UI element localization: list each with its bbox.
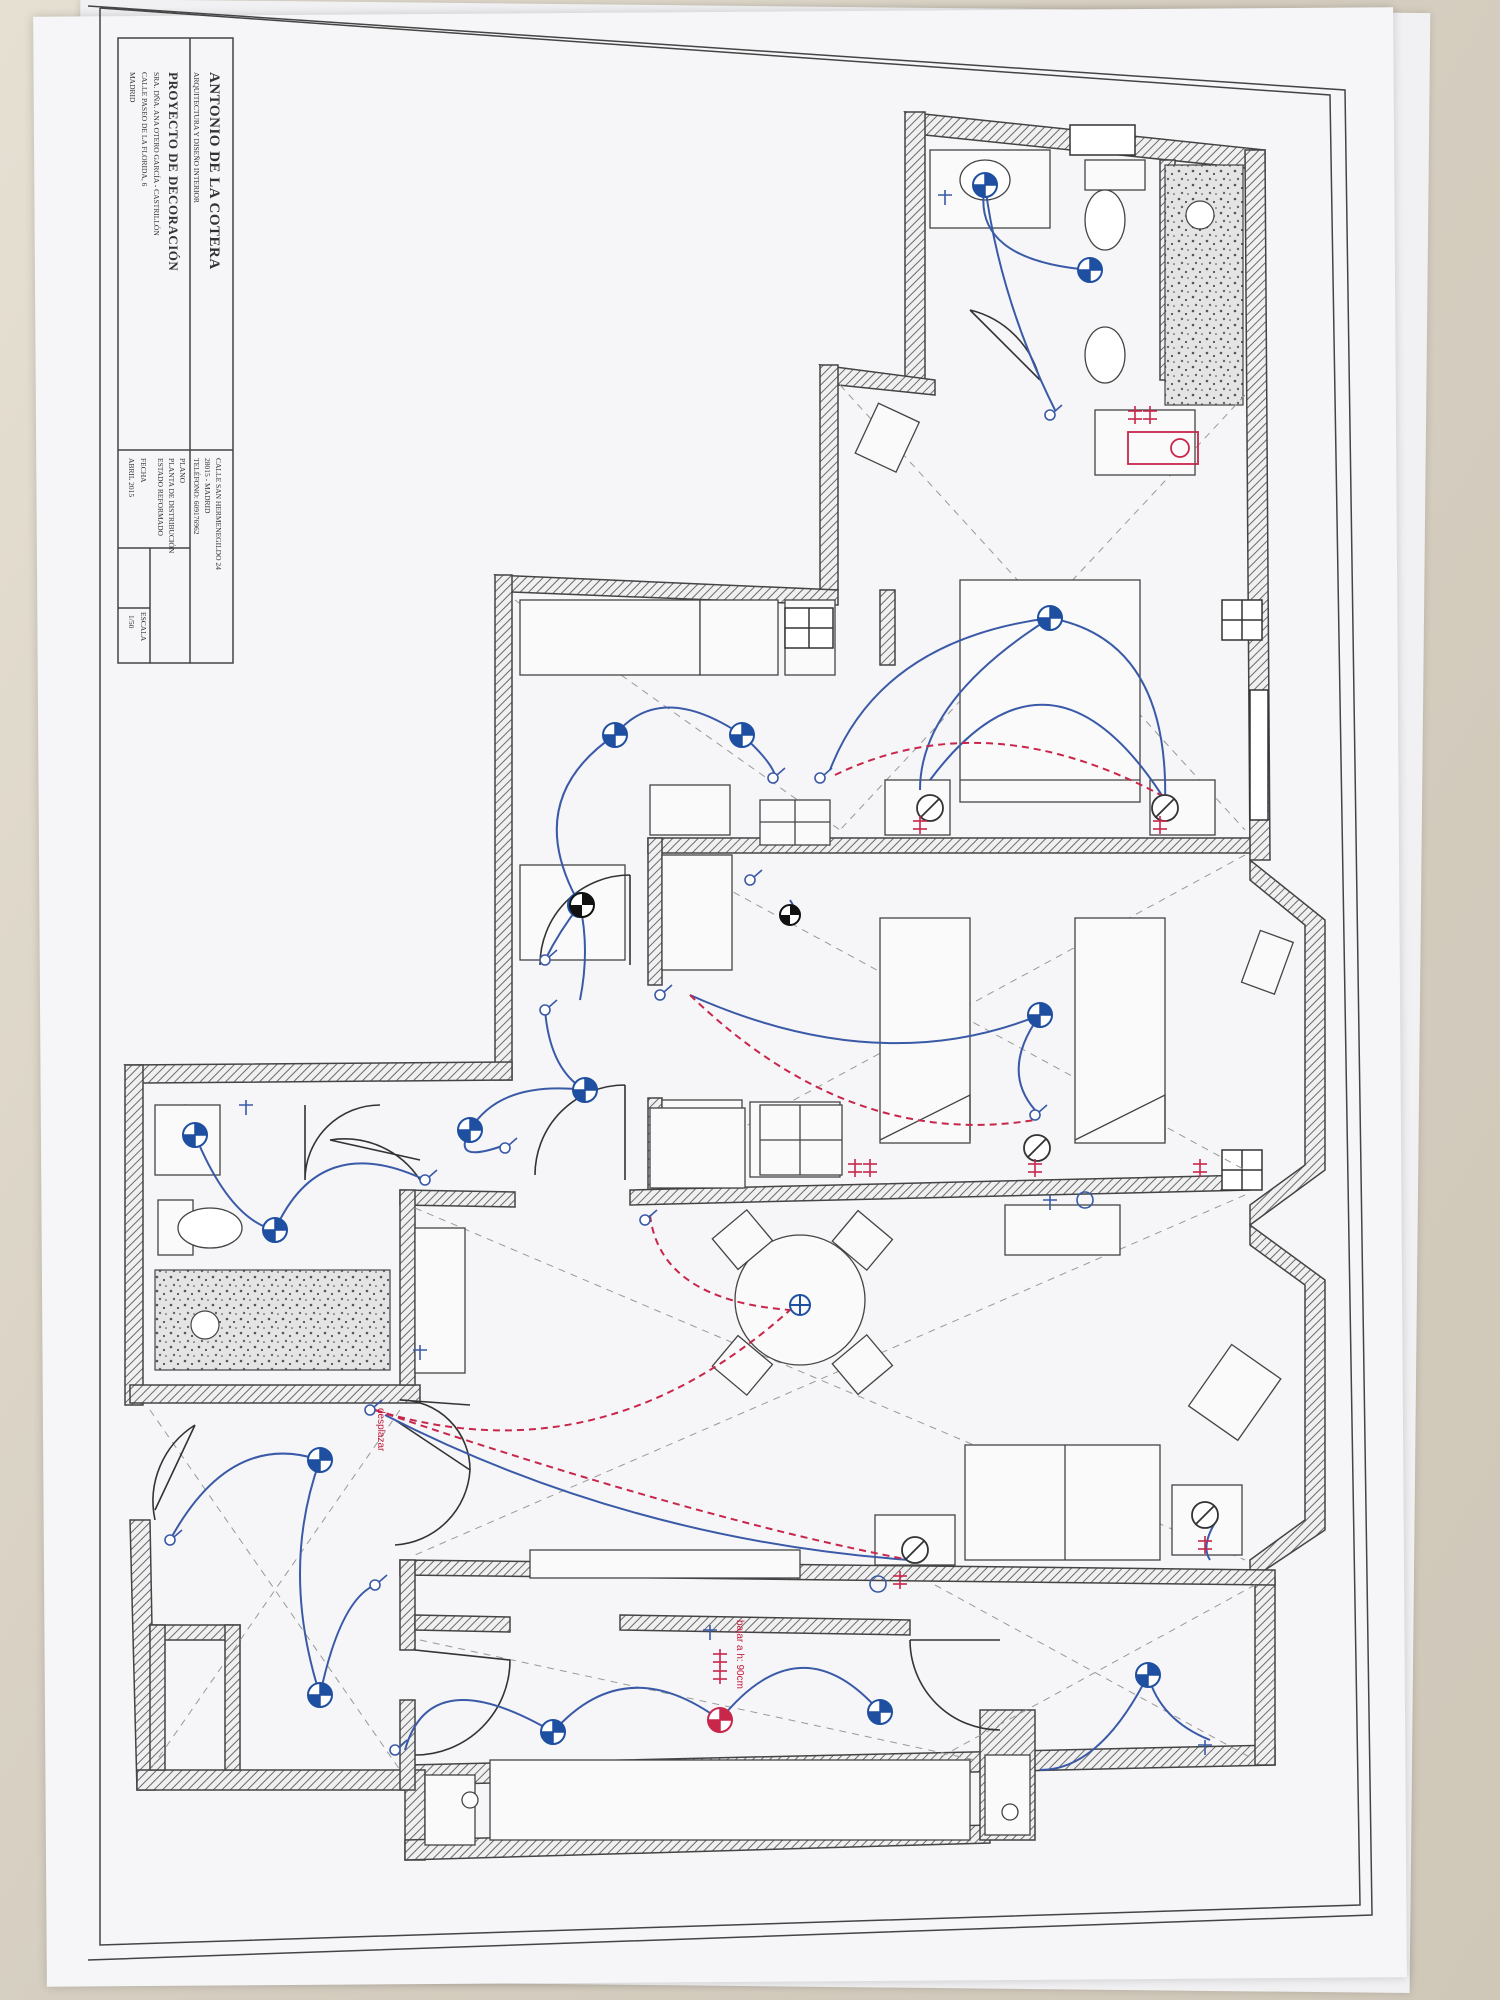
plan-label: PLANO [178, 458, 187, 484]
date-label: FECHA [139, 458, 148, 483]
blue-sockets [239, 190, 1212, 1755]
note-move-switch: desplazar [375, 1408, 386, 1452]
project-title: PROYECTO DE DECORACIÓN [166, 72, 181, 272]
wall-lights [901, 794, 1219, 1564]
windows [1069, 124, 1269, 1191]
dining-light [789, 1294, 811, 1316]
furniture [154, 149, 1295, 1846]
lighting-circuits [169, 184, 1219, 1771]
date-value: ABRIL 2015 [127, 458, 136, 498]
scale-value: 1/50 [127, 615, 136, 629]
note-lower-height: bajar a h: 90cm [734, 1620, 745, 1689]
grilles [784, 607, 834, 649]
office-phone: TELÉFONO: 609176962 [192, 458, 201, 535]
power-circuits [374, 741, 1171, 1561]
scale-label: ESCALA [139, 612, 148, 642]
plan-name: PLANTA DE DISTRIBUCIÓN [167, 458, 176, 554]
door-swings [152, 309, 1041, 1756]
sheet-border [87, 5, 1373, 1961]
firm-subtitle: ARQUITECTURA Y DISEÑO INTERIOR [192, 72, 201, 203]
site-city: MADRID [128, 72, 137, 103]
firm-name: ANTONIO DE LA COTERA [206, 72, 222, 270]
bath-power-box [1127, 431, 1199, 465]
plan-state: ESTADO REFORMADO [156, 458, 165, 536]
red-light-fixture [707, 1707, 733, 1733]
title-block [117, 37, 234, 664]
office-postcode: 28015 - MADRID [203, 458, 212, 514]
client-name: SRA. DÑA. ANA OTERO GARCÍA - CASTRILLÓN [152, 72, 161, 236]
shower-areas [154, 164, 1244, 1371]
site-address: CALLE PASEO DE LA FLORIDA, 6 [140, 72, 149, 187]
office-address: CALLE SAN HERMENEGILDO 24 [214, 458, 223, 570]
pendant-black [569, 892, 801, 926]
